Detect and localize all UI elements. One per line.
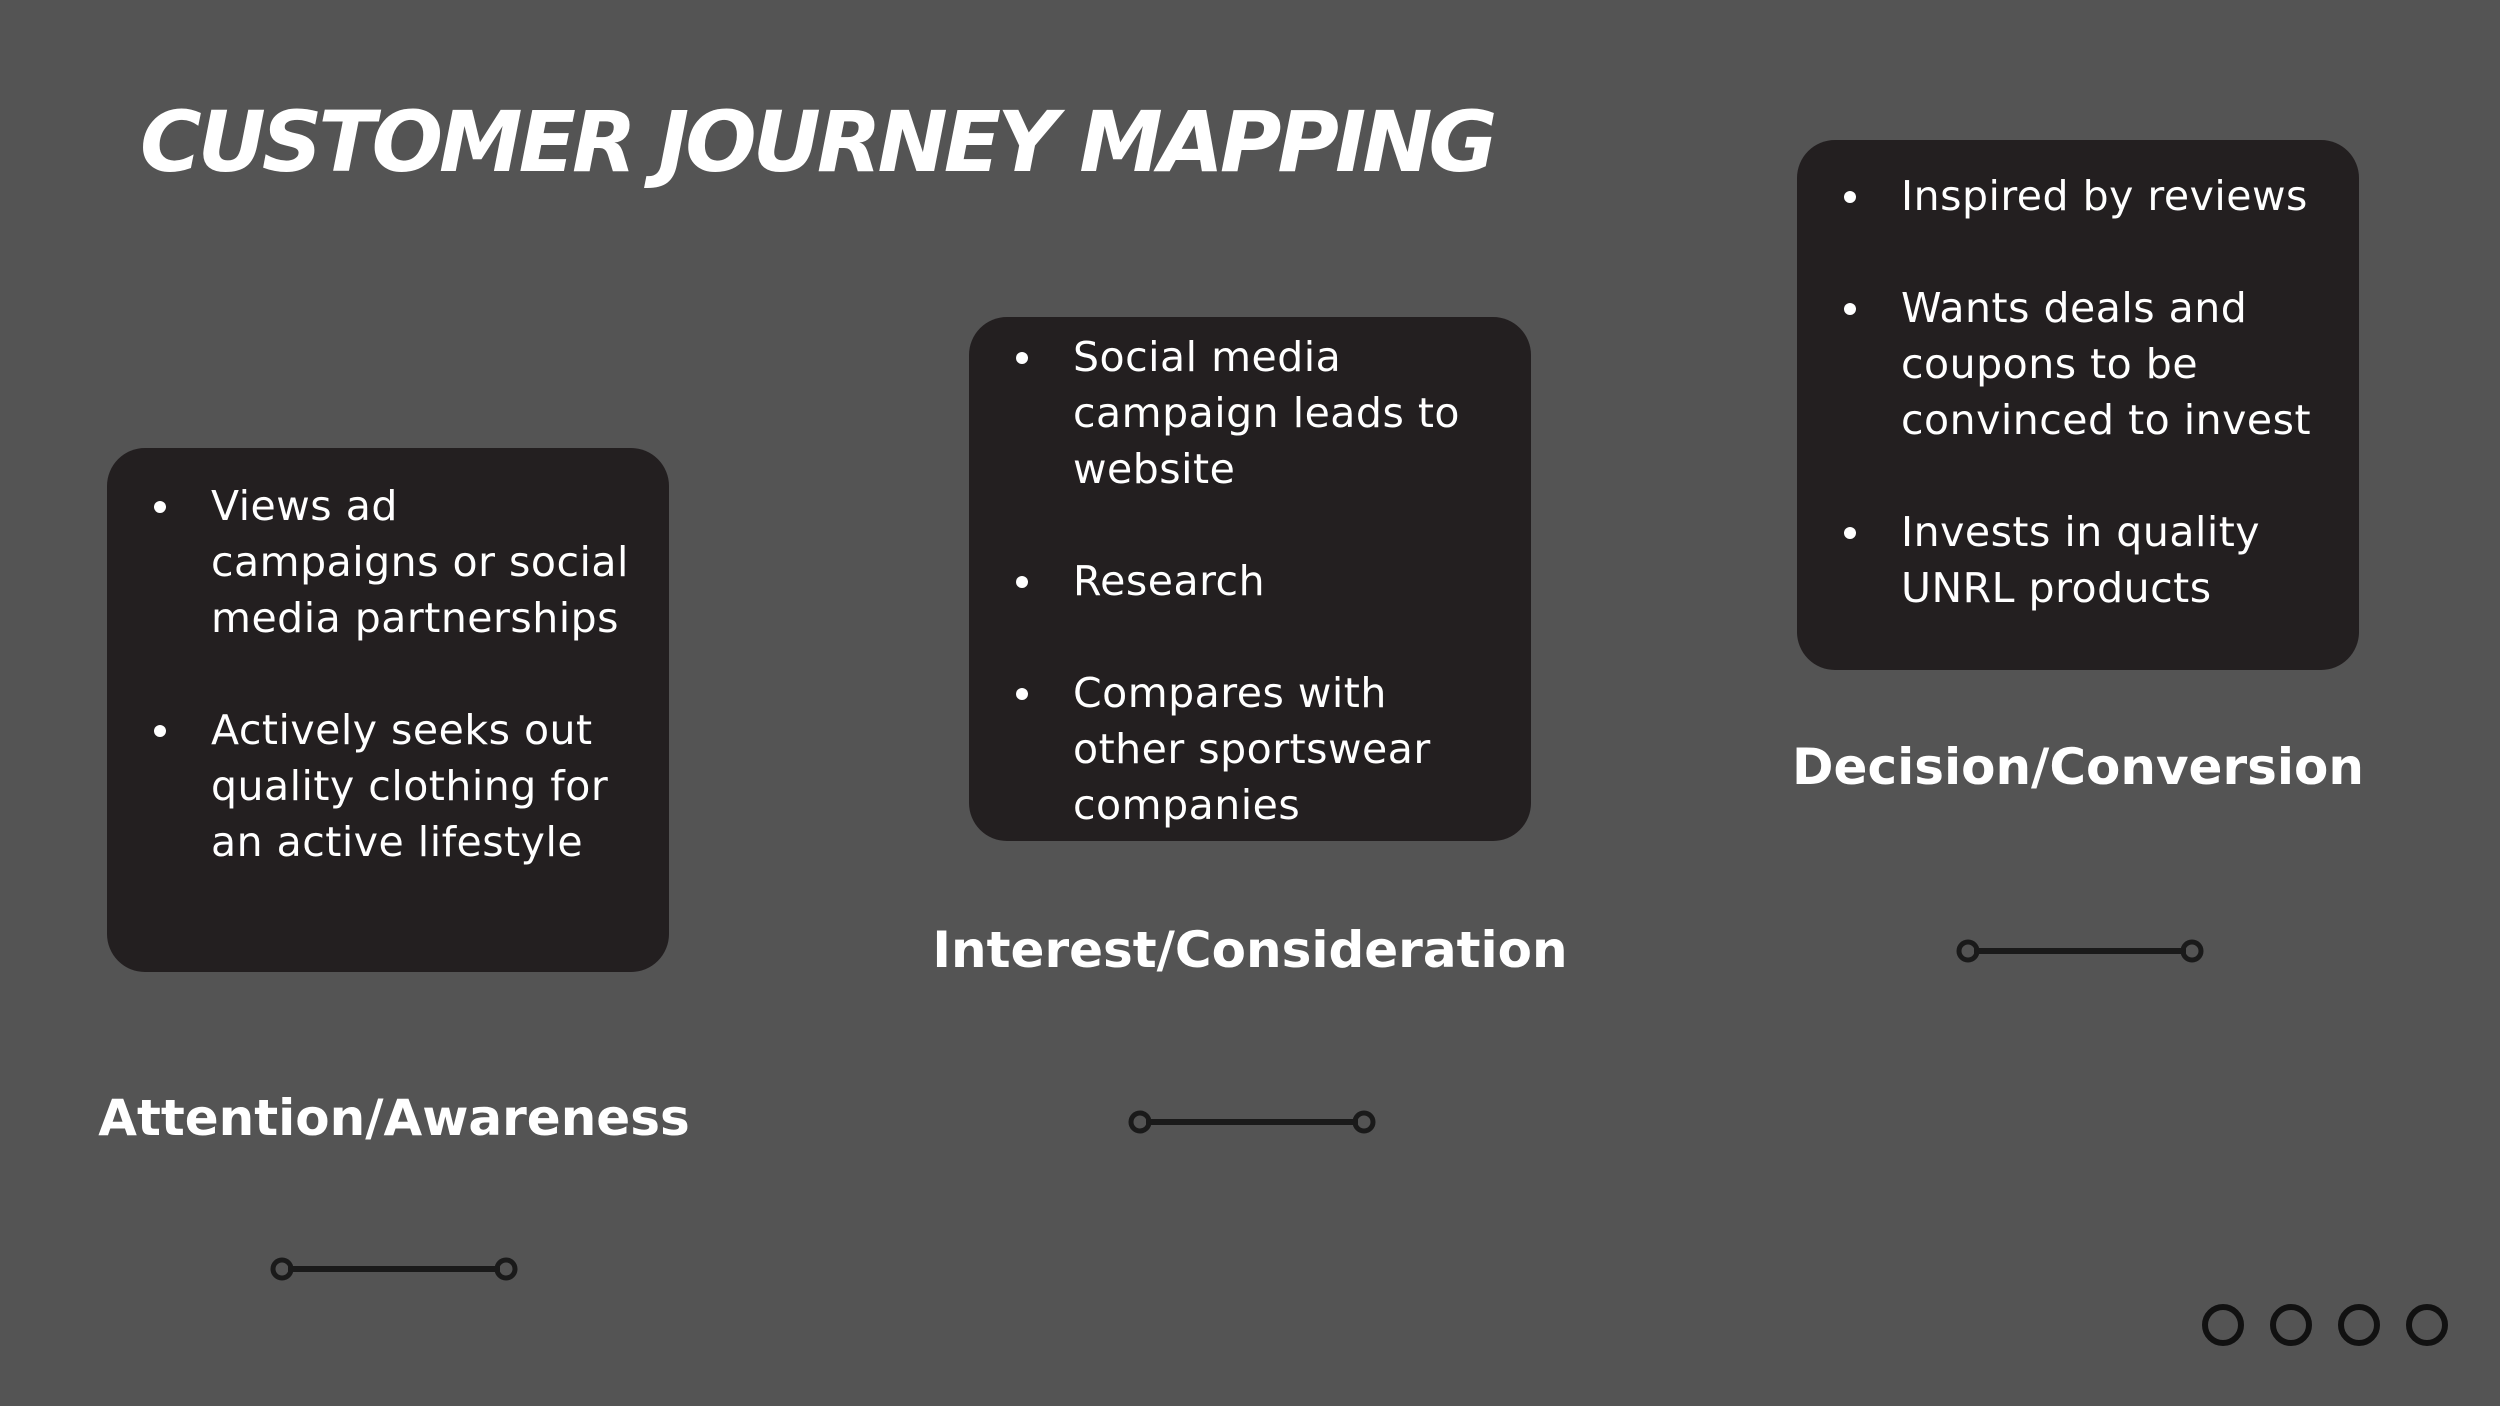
bullet-item: Social media campaign leads to website [1013, 329, 1497, 497]
stage-label-awareness: Attention/Awareness [98, 1089, 690, 1147]
stage-card-awareness: Views ad campaigns or social media partn… [107, 448, 669, 972]
circle-icon [2406, 1304, 2448, 1346]
circle-icon [2270, 1304, 2312, 1346]
bullet-list: Social media campaign leads to website R… [1013, 329, 1497, 833]
bullet-item: Compares with other sportswear companies [1013, 665, 1497, 833]
connector-icon [266, 1256, 522, 1282]
stage-card-consideration: Social media campaign leads to website R… [969, 317, 1531, 841]
bullet-item: Actively seeks out quality clothing for … [151, 702, 635, 870]
stage-card-decision: Inspired by reviews Wants deals and coup… [1797, 140, 2359, 670]
bullet-item: Inspired by reviews [1841, 168, 2339, 224]
connector-icon [1952, 938, 2208, 964]
bullet-item: Wants deals and coupons to be convinced … [1841, 280, 2339, 448]
circle-icon [2338, 1304, 2380, 1346]
bullet-item: Research [1013, 553, 1497, 609]
page-title: CUSTOMER JOURNEY MAPPING [140, 93, 1497, 191]
bullet-list: Views ad campaigns or social media partn… [151, 478, 635, 870]
pager-dots [2202, 1304, 2448, 1346]
bullet-list: Inspired by reviews Wants deals and coup… [1841, 168, 2339, 616]
stage-label-consideration: Interest/Consideration [932, 921, 1568, 979]
bullet-item: Invests in quality UNRL products [1841, 504, 2339, 616]
connector-icon [1124, 1109, 1380, 1135]
stage-label-decision: Decision/Conversion [1792, 738, 2364, 796]
bullet-item: Views ad campaigns or social media partn… [151, 478, 635, 646]
circle-icon [2202, 1304, 2244, 1346]
